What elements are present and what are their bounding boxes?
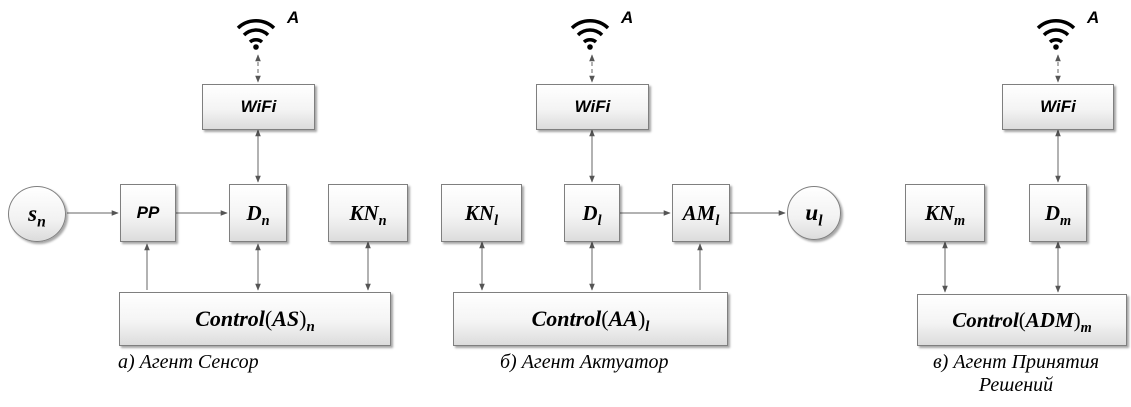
control-as-label: Control(AS)n (195, 306, 315, 336)
wifi-module-box: WiFi (202, 84, 315, 130)
am-actuator-box: AMl (672, 184, 730, 242)
wifi-label: WiFi (1040, 97, 1076, 116)
control-aa-box: Control(AA)l (453, 292, 728, 346)
pp-label: PP (136, 203, 160, 222)
dl-label: Dl (582, 200, 602, 229)
wifi-label: WiFi (574, 97, 611, 116)
wifi-module-box: WiFi (1002, 84, 1114, 130)
control-aa-label: Control(AA)l (531, 306, 650, 336)
caption-sensor-agent: а) Агент Сенсор (118, 351, 259, 373)
kn-label: KNn (349, 200, 387, 229)
wifi-label: WiFi (240, 97, 277, 116)
dn-data-box: Dn (229, 184, 287, 242)
caption-actuator-agent: б) Агент Актуатор (500, 351, 669, 373)
kn-label: KNm (924, 200, 966, 229)
wifi-signal-icon (236, 19, 276, 50)
sensor-input-node: sn (8, 186, 66, 242)
kn-knowledge-box: KNn (328, 184, 408, 242)
dm-data-box: Dm (1029, 184, 1087, 242)
caption-decision-line1: в) Агент Принятия (932, 351, 1099, 373)
output-label: ul (805, 200, 823, 230)
wifi-signal-icon (1036, 19, 1076, 50)
control-as-box: Control(AS)n (119, 292, 391, 346)
kn-knowledge-box: KNl (441, 184, 522, 242)
caption-decision-line2: Решений (978, 374, 1054, 396)
kn-knowledge-box: KNm (905, 184, 985, 242)
sensor-label: sn (28, 201, 46, 231)
antenna-label: A (1087, 8, 1100, 27)
am-label: AMl (682, 200, 720, 229)
control-adm-box: Control(ADM)m (917, 294, 1127, 346)
dn-label: Dn (246, 200, 270, 229)
wifi-module-box: WiFi (536, 84, 649, 130)
actuator-output-node: ul (787, 186, 841, 240)
dl-data-box: Dl (564, 184, 620, 242)
antenna-label: A (287, 8, 300, 27)
caption-decision-agent: в) Агент Принятия Решений (903, 351, 1129, 397)
antenna-label: A (621, 8, 634, 27)
control-adm-label: Control(ADM)m (952, 307, 1092, 336)
wifi-signal-icon (570, 19, 610, 50)
kn-label: KNl (464, 200, 499, 229)
pp-preprocessing-box: PP (120, 184, 176, 242)
dm-label: Dm (1044, 200, 1072, 229)
